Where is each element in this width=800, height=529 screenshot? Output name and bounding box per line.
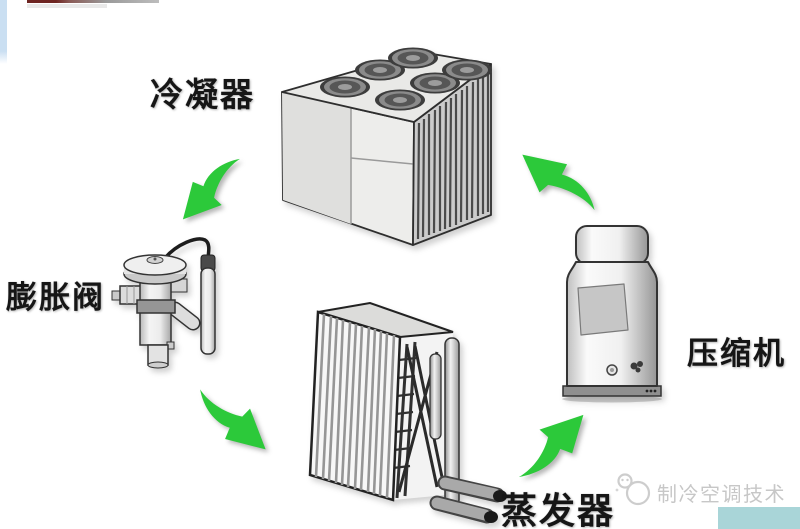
bottom-right-teal-bar xyxy=(718,507,800,529)
top-edge-red-bar xyxy=(27,0,159,3)
watermark: 制冷空调技术 xyxy=(610,470,800,508)
arrow-compressor-to-condenser xyxy=(522,154,595,211)
condenser-label: 冷凝器 xyxy=(150,75,255,114)
arrow-expansion-valve-to-evaporator xyxy=(200,389,266,450)
top-edge-gray-smudge xyxy=(27,4,107,8)
compressor-label: 压缩机 xyxy=(687,336,786,372)
watermark-text: 制冷空调技术 xyxy=(657,482,786,506)
evaporator-illustration xyxy=(308,302,507,524)
snowman-logo-icon xyxy=(615,473,651,506)
evaporator-label: 蒸发器 xyxy=(501,490,616,529)
expansion-valve-illustration xyxy=(111,237,216,369)
compressor-illustration xyxy=(562,225,662,403)
expansion-valve-label: 膨胀阀 xyxy=(6,280,105,316)
condenser-illustration xyxy=(281,47,492,246)
arrow-condenser-to-expansion-valve xyxy=(182,158,240,220)
left-edge-blue-strip xyxy=(0,0,7,64)
arrow-evaporator-to-compressor xyxy=(518,414,584,478)
